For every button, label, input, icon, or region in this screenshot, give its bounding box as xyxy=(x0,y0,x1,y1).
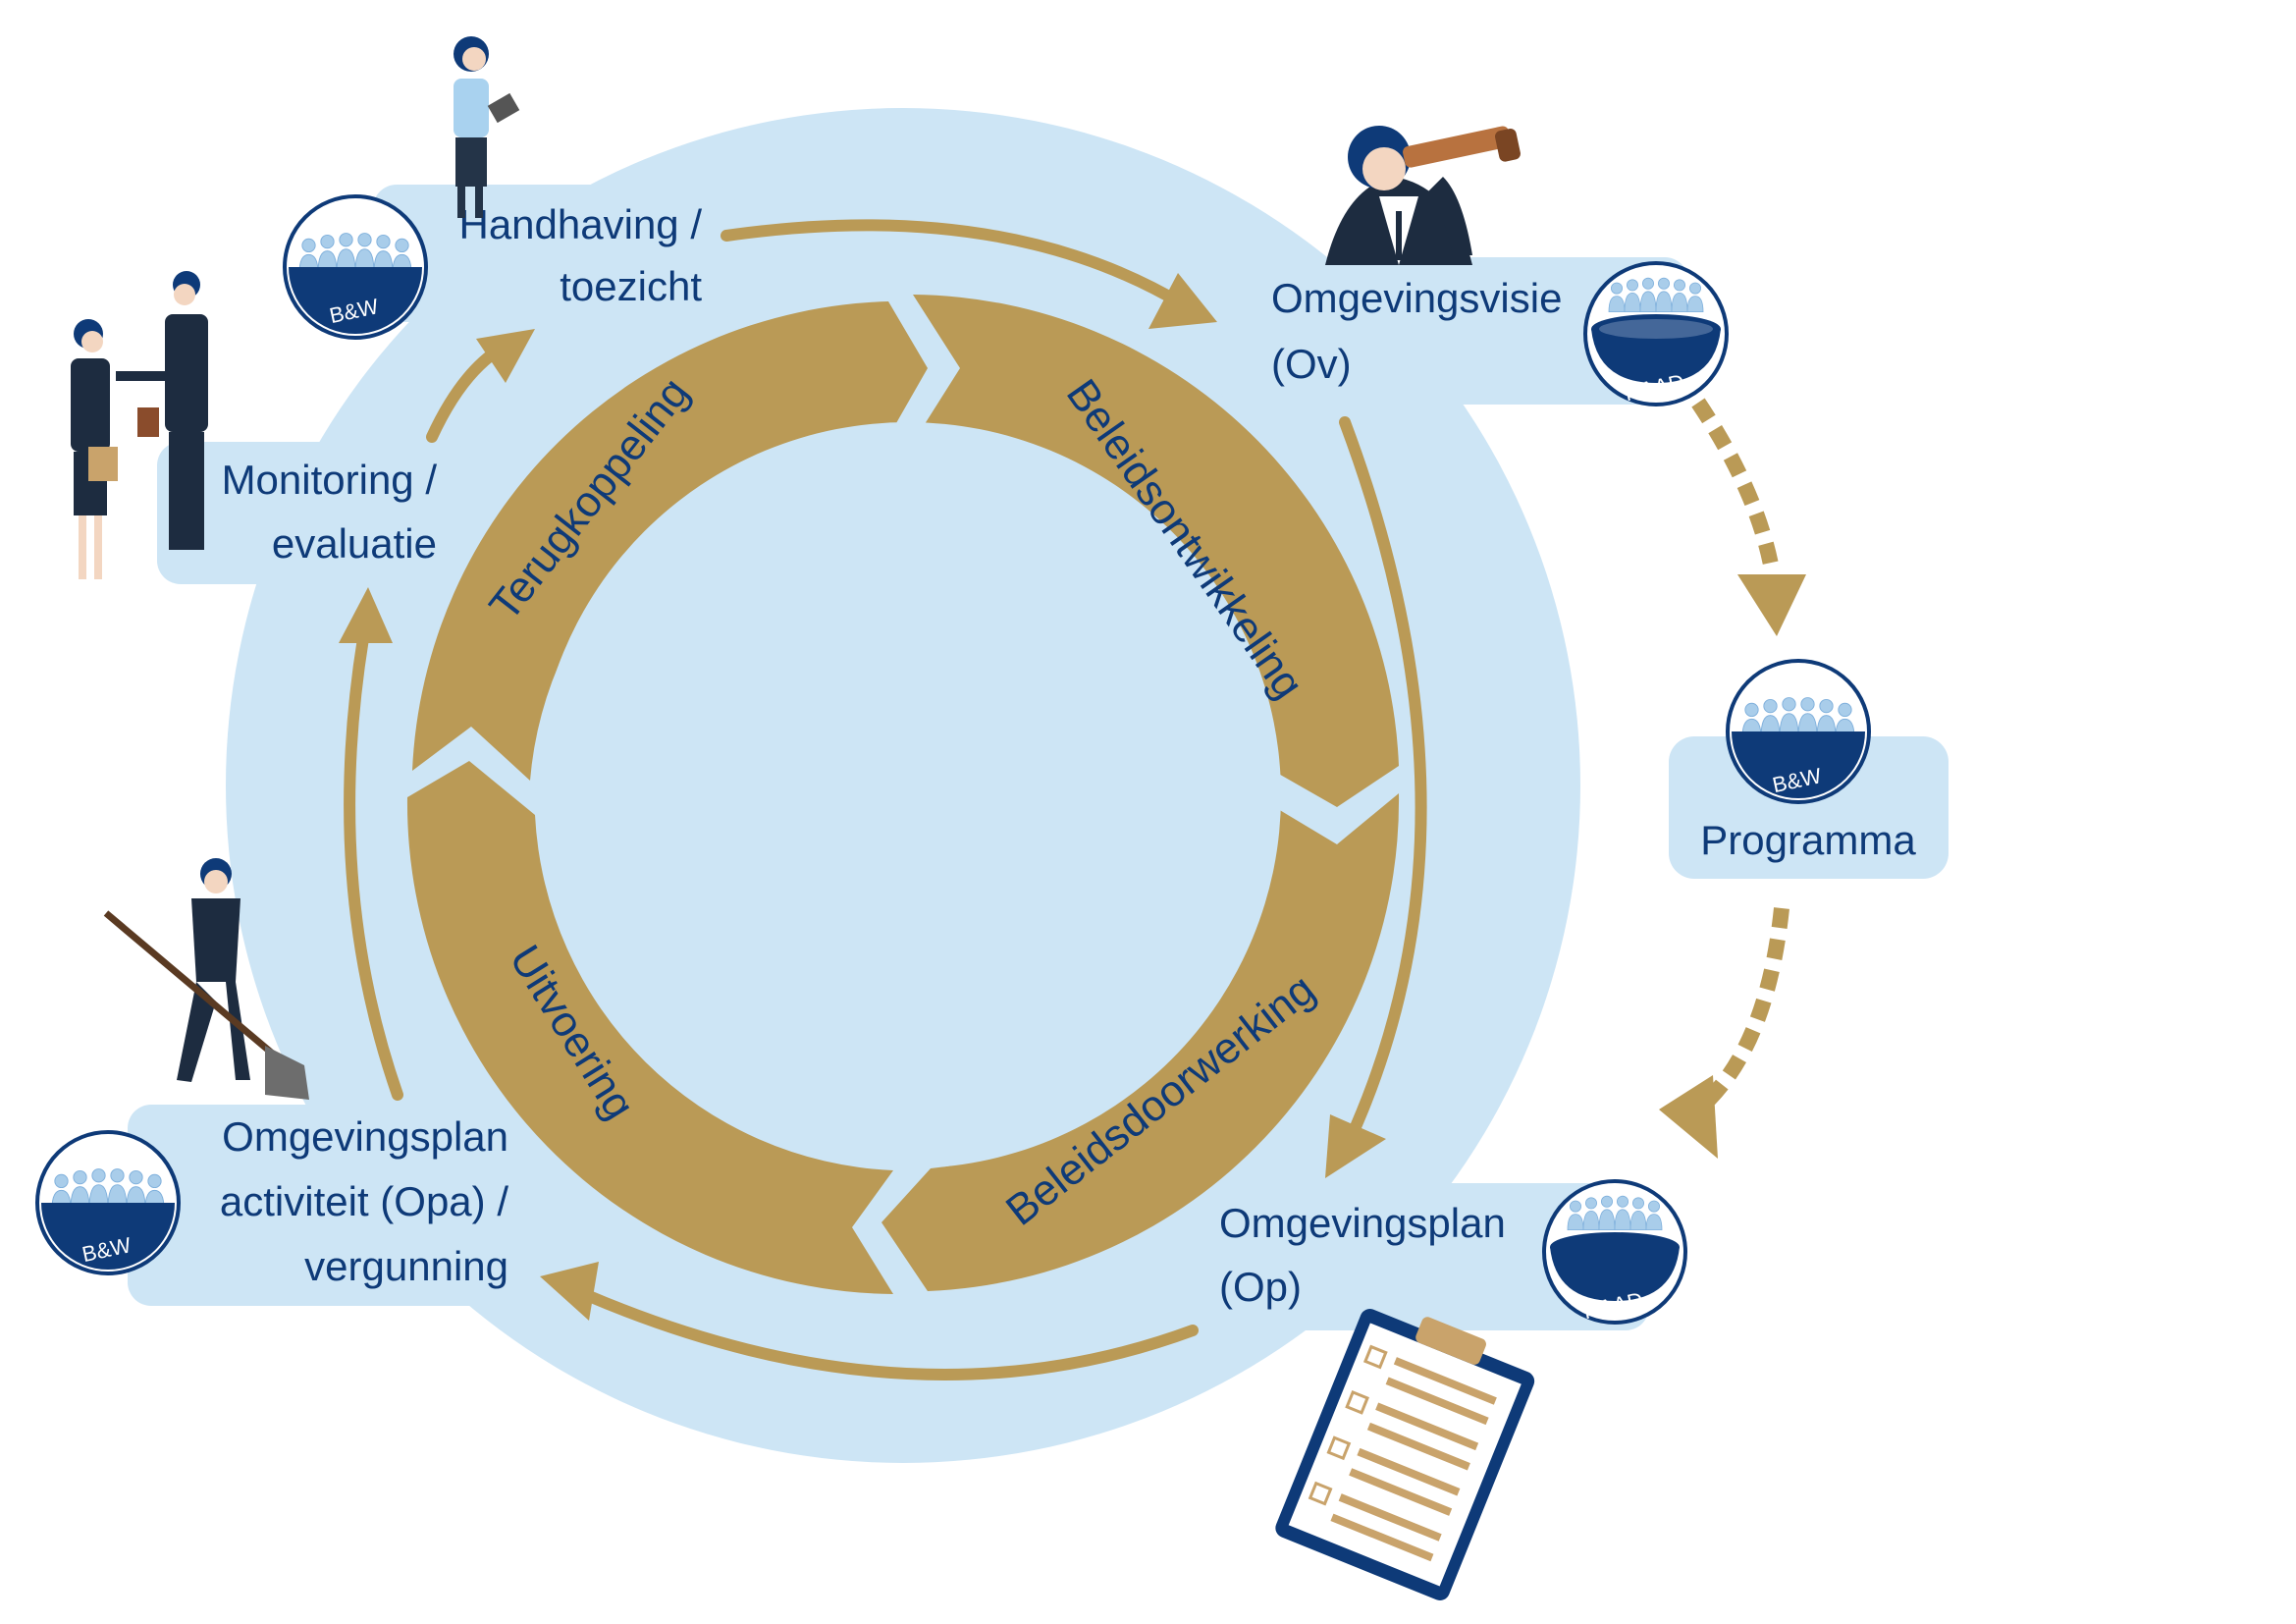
label-opa-3: vergunning xyxy=(304,1243,508,1289)
panel-omgevingsvisie xyxy=(1217,257,1688,405)
label-monitoring-2: evaluatie xyxy=(272,520,437,567)
dashed-arrowheads xyxy=(1659,574,1806,1159)
label-omgevingsvisie-2: (Ov) xyxy=(1271,341,1352,387)
panel-monitoring xyxy=(157,442,471,584)
badge-bw-programma: B&W xyxy=(1726,659,1871,804)
label-omgevingsplan-1: Omgevingsplan xyxy=(1219,1200,1506,1246)
arrowheads xyxy=(339,273,1386,1321)
label-omgevingsvisie-1: Omgevingsvisie xyxy=(1271,275,1562,321)
label-handhaving-1: Handhaving / xyxy=(458,201,702,247)
arrow-visie-to-plan xyxy=(1339,416,1427,1135)
panel-opa xyxy=(128,1105,550,1306)
label-omgevingsplan-2: (Op) xyxy=(1219,1264,1302,1310)
badge-bw-handhaving: B&W xyxy=(283,194,428,340)
panel-omgevingsplan xyxy=(1198,1183,1649,1330)
arrow-opa-to-monitoring xyxy=(344,632,403,1101)
panel-handhaving xyxy=(373,185,736,322)
inner-disc xyxy=(535,422,1281,1168)
badge-raad-omgevingsplan: RAAD xyxy=(1542,1179,1687,1325)
arrow-handhaving-to-visie xyxy=(721,219,1189,310)
ring-segment-beleidsdoorwerking xyxy=(881,793,1400,1291)
dashed-arrow-programma-to-plan xyxy=(1692,907,1789,1116)
label-opa-2: activiteit (Opa) / xyxy=(220,1178,508,1224)
arrow-plan-to-opa xyxy=(583,1290,1199,1380)
label-opa-1: Omgevingsplan xyxy=(222,1113,508,1160)
handshake-icon xyxy=(71,271,208,579)
ring-segment-beleidsontwikkeling xyxy=(913,295,1399,807)
badge-raad-omgevingsvisie: RAAD xyxy=(1583,261,1729,406)
label-monitoring-1: Monitoring / xyxy=(222,457,438,503)
ring-segment-terugkoppeling xyxy=(412,301,928,781)
badge-bw-opa: B&W xyxy=(35,1130,181,1275)
clipboard-icon xyxy=(1275,1309,1535,1600)
digging-man-icon xyxy=(103,858,309,1100)
telescope-man-icon xyxy=(1325,126,1521,265)
woman-tablet-icon xyxy=(454,36,520,218)
label-programma: Programma xyxy=(1700,817,1916,863)
ring-segment-uitvoering xyxy=(406,761,893,1294)
label-handhaving-2: toezicht xyxy=(560,263,702,309)
dashed-arrow-visie-to-programma xyxy=(1691,398,1780,571)
